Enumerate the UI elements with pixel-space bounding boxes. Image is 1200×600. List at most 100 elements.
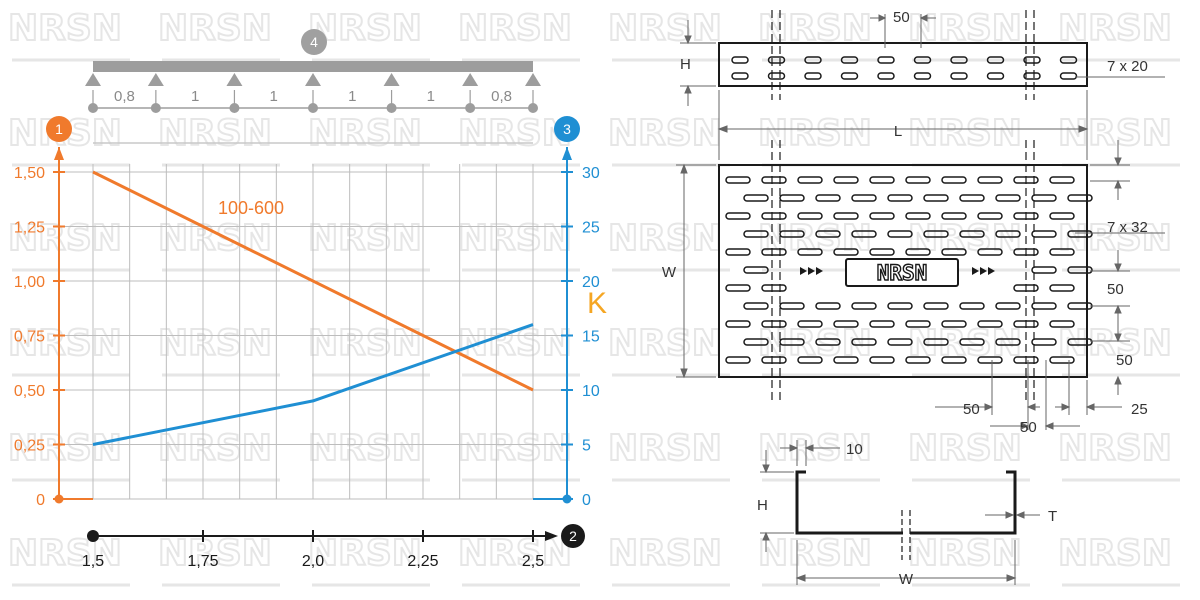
left-tick-label: 1,00 [14, 274, 45, 291]
slot [950, 56, 968, 64]
slot [986, 72, 1005, 80]
top-height-label: H [680, 56, 691, 73]
slot [869, 320, 895, 328]
slot [923, 230, 949, 238]
slot [1031, 194, 1057, 202]
slot [743, 266, 769, 274]
top-height-dimension [680, 20, 716, 106]
watermark-tile: NRSN [1058, 533, 1172, 574]
slot [1031, 230, 1057, 238]
watermark-tile: NRSN [308, 533, 422, 574]
slot [1023, 56, 1041, 64]
series-line-orange [92, 170, 534, 392]
section-profile [795, 470, 1017, 535]
watermark-tile: NRSN [608, 533, 722, 574]
watermark-tile: NRSN [308, 323, 422, 364]
x-tick-label: 2,0 [302, 553, 324, 570]
slot [797, 320, 823, 328]
slot [941, 356, 967, 364]
x-tick-label: 2,25 [407, 553, 438, 570]
slot [797, 356, 823, 364]
left-tick-label: 0,50 [14, 383, 45, 400]
right-tick-label: 15 [582, 329, 600, 346]
slot [815, 302, 841, 310]
slot [923, 194, 949, 202]
slot [995, 230, 1021, 238]
slot [815, 194, 841, 202]
bottom-view-outline [718, 164, 1088, 378]
watermark-tile: NRSN [158, 113, 272, 154]
section-height-label: H [757, 497, 768, 514]
slot [1049, 320, 1075, 328]
slot [1067, 266, 1093, 274]
slot [995, 302, 1021, 310]
slot [995, 194, 1021, 202]
slot [977, 356, 1003, 364]
slot [725, 284, 751, 292]
slot [869, 212, 895, 220]
x-tick-label: 1,5 [82, 553, 104, 570]
watermark-tile: NRSN [308, 218, 422, 259]
slot [995, 338, 1021, 346]
slot [941, 212, 967, 220]
badge-1-circle [46, 116, 72, 142]
slot [725, 356, 751, 364]
slot [913, 72, 932, 80]
slot [905, 212, 931, 220]
flange-label: 10 [846, 441, 863, 458]
watermark-tile: NRSN [1058, 323, 1172, 364]
slot [1059, 56, 1078, 64]
slot [923, 302, 949, 310]
slot [1031, 302, 1057, 310]
section-width-label: W [899, 571, 914, 588]
slot [1049, 212, 1075, 220]
top-view-break-lines [771, 10, 1035, 100]
slot [725, 176, 751, 184]
watermark-tile: NRSN [608, 113, 722, 154]
left-ticks: 00,250,500,751,001,251,50 [14, 165, 65, 509]
slot [959, 194, 985, 202]
watermark-tile: NRSN [758, 323, 872, 364]
slot [851, 230, 877, 238]
bottom-dim-2: 50 [1020, 419, 1037, 436]
right-tick-label: 25 [582, 220, 600, 237]
center-logo: NRSN [800, 258, 995, 287]
slot [1067, 230, 1093, 238]
section-height-dimension [760, 450, 794, 552]
watermark-tile: NRSN [458, 533, 572, 574]
watermark-tile: NRSN [908, 113, 1022, 154]
watermark-tile: NRSN [8, 533, 122, 574]
slot [804, 56, 822, 64]
section-view: 10 H T W [757, 440, 1057, 588]
slot [743, 194, 769, 202]
watermark-tile: NRSN [458, 8, 572, 49]
flange-dimension [780, 440, 840, 466]
slot [725, 320, 751, 328]
slot [905, 320, 931, 328]
watermark-tile: NRSN [758, 218, 872, 259]
support-triangle [305, 73, 321, 86]
right-dim-1: 50 [1107, 281, 1124, 298]
slot [977, 212, 1003, 220]
badge-2-circle [561, 524, 585, 548]
slot [761, 320, 787, 328]
bottom-dim-1: 50 [963, 401, 980, 418]
bottom-width-dimension [676, 163, 716, 379]
slot [743, 338, 769, 346]
watermark-tile: NRSN [8, 428, 122, 469]
slot [1049, 248, 1075, 256]
slot [1049, 176, 1075, 184]
slot [869, 356, 895, 364]
slot [851, 302, 877, 310]
slot [869, 176, 895, 184]
slot [887, 194, 913, 202]
right-tick-label: 30 [582, 165, 600, 182]
slot [833, 212, 859, 220]
slot [923, 338, 949, 346]
watermark-tile: NRSN [908, 218, 1022, 259]
left-tick-label: 0 [36, 492, 45, 509]
